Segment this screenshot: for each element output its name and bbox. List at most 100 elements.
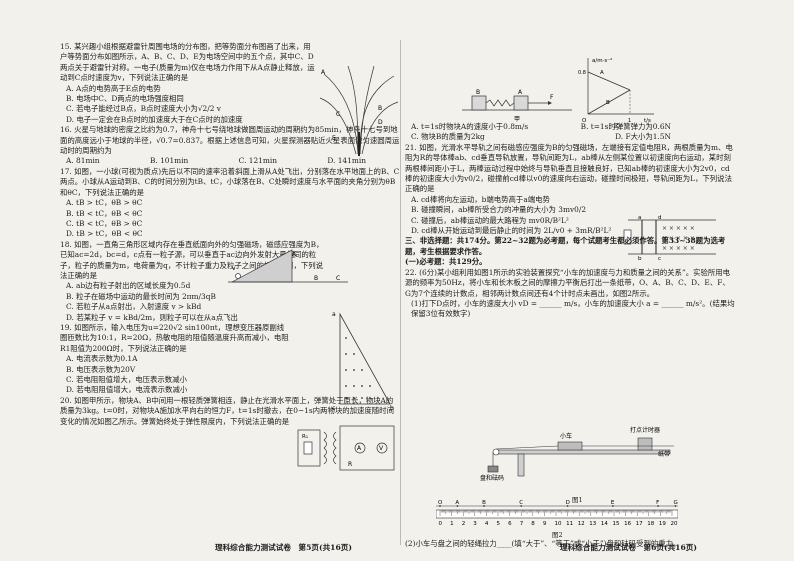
acceleration-graph: a/m·s⁻² t/s O A B 0.8 1 乙	[578, 57, 654, 128]
tape-point-label: F	[656, 500, 659, 506]
tape-point-label: E	[611, 500, 615, 506]
option: D. 若电阻阻值增大，电流表示数减小	[66, 385, 188, 395]
option: A. cd棒将向左运动，b端电势高于a端电势	[411, 194, 550, 204]
field-crosses: × × × × × × × × × × × × × × ×	[662, 225, 695, 252]
tape-point-label: D	[566, 500, 570, 506]
ruler-tick-label: 9	[543, 521, 547, 527]
ruler-tick-label: 16	[624, 521, 631, 527]
secondary-loop	[339, 425, 395, 471]
tape-point	[611, 505, 614, 507]
option: C. 碰撞后，ab棒运动的最大路程为 mv0R/B²L²	[411, 215, 569, 225]
option: C. tB < tC，θB > θC	[66, 218, 143, 228]
point-label: A	[292, 251, 297, 258]
ruler-tick-label: 0	[439, 521, 443, 527]
option-row: A. t=1s时物块A的速度小于0.8m/s B. t=1s时弹簧弹力为0.6N	[411, 122, 671, 132]
ammeter	[354, 442, 366, 454]
question-19: 19. 如图所示，输入电压为u=220√2 sin100πt，理想变压器原副线圈…	[60, 323, 290, 396]
weights	[487, 465, 499, 473]
primary-coil	[323, 431, 327, 465]
tick-label: 1	[628, 118, 631, 124]
question-stem: 18. 如图，一直角三角形区域内存在垂直纸面向外的匀强磁场，磁感应强度为B，已知…	[60, 239, 324, 280]
page-divider	[400, 40, 401, 545]
equipotential-lines	[319, 65, 399, 155]
force-arrowhead	[548, 101, 552, 105]
ruler-tick-label: 18	[647, 521, 654, 527]
triangle-region	[339, 312, 391, 405]
question-15: 15. 某兴趣小组根据避雷针周围电场的分布图，把等势面分布图画了出来，用户等势面…	[60, 42, 315, 125]
tape-point	[520, 505, 523, 507]
block-label: A	[518, 89, 523, 96]
ruler-tick-label: 19	[659, 521, 666, 527]
page-footer-left: 理科综合能力测试试卷 第5页(共16页)	[215, 543, 352, 552]
field-lines-figure: A B C D E	[319, 65, 399, 156]
force-label: F	[550, 94, 554, 101]
ruler-tick-label: 1	[450, 521, 454, 527]
ruler-tick-label: 17	[636, 521, 643, 527]
figure-2-caption: 图2	[552, 531, 563, 539]
option: A. t=1s时物块A的速度小于0.8m/s	[411, 122, 529, 131]
pulley	[492, 448, 500, 456]
rod-label: c	[658, 256, 661, 260]
option: B. 电压表示数为20V	[66, 364, 136, 374]
svg-text:× × × × ×: × × × × ×	[662, 245, 695, 252]
t-axis-label: t/s	[644, 118, 651, 124]
left-page: 15. 某兴趣小组根据避雷针周围电场的分布图，把等势面分布图画了出来，用户等势面…	[60, 42, 400, 427]
page-footer-right: 理科综合能力测试试卷 第6页(共16页)	[560, 543, 697, 552]
ruler-tick-label: 12	[578, 521, 585, 527]
option: A. ab边有粒子射出的区域长度为0.5d	[66, 281, 191, 291]
ruler-tick-label: 4	[485, 521, 489, 527]
tape-point-label: O	[438, 500, 443, 506]
option: B. 101min	[149, 156, 189, 166]
tape-label: 纸带	[658, 450, 670, 458]
option: B. tB < tC，θB < θC	[66, 208, 143, 218]
timer	[637, 437, 653, 451]
ruler-tick-label: 15	[613, 521, 620, 527]
point-label: D	[378, 119, 383, 126]
field-dots	[345, 337, 379, 399]
question-stem: 16. 火星与地球的密度之比约为0.7，神舟十七号绕地球做圆周运动的周期约为85…	[60, 125, 400, 156]
ruler-tick-label: 10	[555, 521, 562, 527]
point-label: A	[321, 69, 326, 76]
figure-1-caption: 图1	[572, 496, 583, 504]
vertex-label: c	[332, 405, 335, 410]
question-stem: 15. 某兴趣小组根据避雷针周围电场的分布图，把等势面分布图画了出来，用户等势面…	[60, 42, 315, 83]
option: D. 电子一定会在B点时的加速度大于在C点时的加速度	[66, 114, 243, 124]
tape-point	[456, 505, 459, 507]
origin-label: O	[582, 118, 587, 124]
ruler-tick-label: 6	[508, 521, 512, 527]
apparatus-figure: 小车 打点计时器 纸带 盘和砝码	[480, 426, 674, 482]
question-20: 20. 如图甲所示，物块A、B中间用一根轻质弹簧相连，静止在光滑水平面上，弹簧处…	[60, 396, 400, 427]
ball	[235, 273, 241, 279]
rod-label: b	[638, 256, 642, 260]
option: B. 碰撞瞬间，ab棒所受合力的冲量的大小为 3mv0/2	[411, 205, 587, 215]
question-stem: 17. 如图，一小球(可视为质点)先后以不同的速率沿着斜面上滑从A处飞出，分别落…	[60, 166, 400, 197]
vertex-label: b	[390, 405, 394, 410]
primary-loop	[297, 429, 321, 467]
tape-point	[657, 505, 659, 507]
question-18: 18. 如图，一直角三角形区域内存在垂直纸面向外的匀强磁场，磁感应强度为B，已知…	[60, 240, 330, 323]
question-16: 16. 火星与地球的密度之比约为0.7，神舟十七号绕地球做圆周运动的周期约为85…	[60, 125, 400, 167]
option-row: C. 物块B的质量为2kg D. F大小为1.5N	[411, 132, 671, 142]
option: C. 物块B的质量为2kg	[411, 132, 485, 142]
option: A. 81min	[66, 156, 100, 166]
svg-text:× × × × ×: × × × × ×	[662, 225, 695, 232]
line-label: A	[600, 70, 604, 76]
option: C. 若电子能经过B点，B点时速度大小为√2/2 v	[66, 104, 221, 114]
option-row: A. 81min B. 101min C. 121min D. 141min	[66, 156, 366, 166]
svg-text:× × × × ×: × × × × ×	[662, 235, 695, 242]
question-22-part-2: (2)小车与盘之间的轻绳拉力____(填“大于”、“等于”或“小于”)盘和砝码受…	[405, 539, 681, 548]
ruler-tick-label: 7	[520, 521, 524, 527]
resistor-r	[623, 229, 632, 245]
point-label: B	[378, 105, 382, 112]
spring-blocks-figure: B A F 甲	[462, 89, 572, 122]
ruler-tick-label: 3	[473, 521, 477, 527]
point-label: C	[336, 111, 340, 118]
ammeter-label: A	[357, 445, 362, 452]
tape-point-label: B	[482, 500, 486, 506]
tape-point	[674, 505, 677, 507]
resistor-r1	[303, 441, 313, 455]
question-stem: 19. 如图所示，输入电压为u=220√2 sin100πt，理想变压器原副线圈…	[60, 322, 289, 353]
question-22: 22. (6分)某小组利用如图1所示的实验装置探究“小车的加速度与力和质量之间的…	[405, 268, 735, 320]
